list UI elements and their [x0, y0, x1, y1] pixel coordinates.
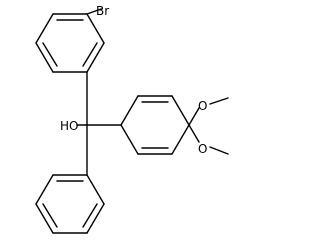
molecule-diagram: Br HO [35, 4, 229, 234]
o-methyl-bond-lower [209, 146, 229, 155]
methoxy-oxygen-lower: O [198, 142, 207, 156]
bromophenyl-ring [35, 13, 105, 73]
phenyl-ring [35, 174, 105, 234]
o-methyl-bond-upper [209, 97, 229, 105]
dimethoxy-ring [120, 95, 190, 155]
structure-canvas: Br HO [35, 4, 229, 234]
c-o-bond-upper [188, 107, 200, 126]
bromine-label: Br [96, 4, 109, 18]
hydroxyl-label: HO [60, 119, 78, 133]
methoxy-oxygen-upper: O [198, 99, 207, 113]
c-br-bond [86, 8, 102, 15]
c-o-bond-lower [188, 124, 200, 143]
